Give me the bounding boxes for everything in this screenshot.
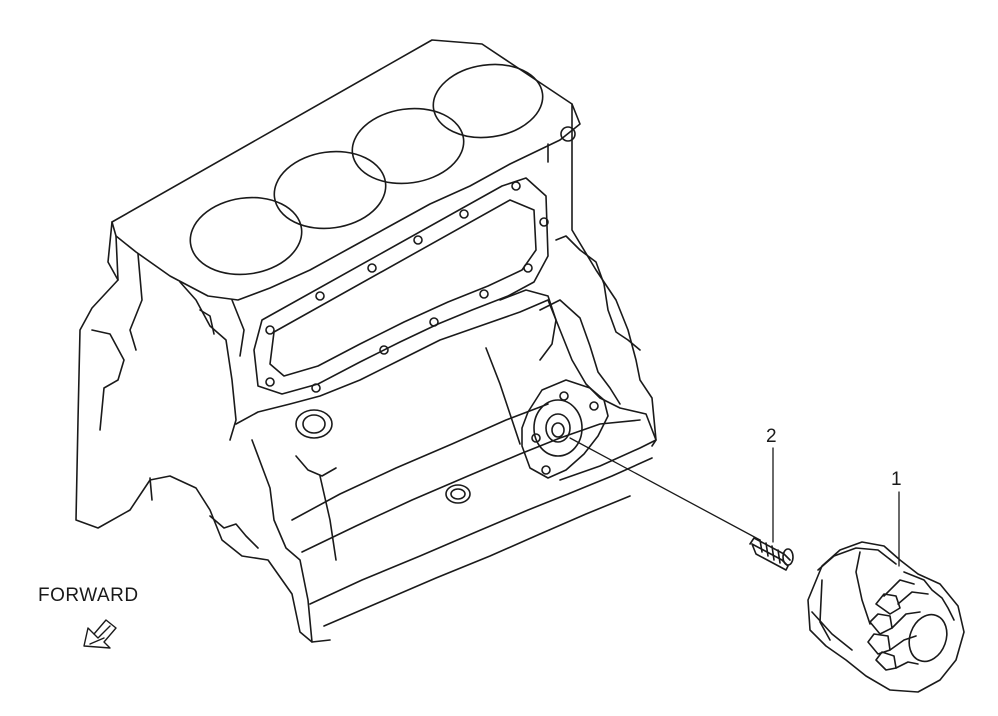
forward-direction-label: FORWARD [38,585,139,606]
dowel-pin [560,126,576,142]
cylinder-bore-3 [351,107,465,185]
front-gasket-plate [253,177,549,395]
engine-block [75,39,657,643]
threaded-nipple [749,537,794,571]
callout-number-2: 2 [766,426,777,447]
cylinder-bore-2 [273,150,387,230]
oil-filter [807,541,965,693]
block-top-deck [111,39,581,301]
cylinder-bore-1 [189,196,303,276]
arrow-down-left-icon [83,619,117,649]
cylinder-bore-4 [432,63,544,139]
assembly-leader-line [569,437,761,541]
block-left-face [75,221,331,643]
filter-mount-boss [521,379,609,479]
block-lower-face [235,299,657,447]
callout-number-1: 1 [891,469,902,490]
block-right-face [559,103,657,481]
